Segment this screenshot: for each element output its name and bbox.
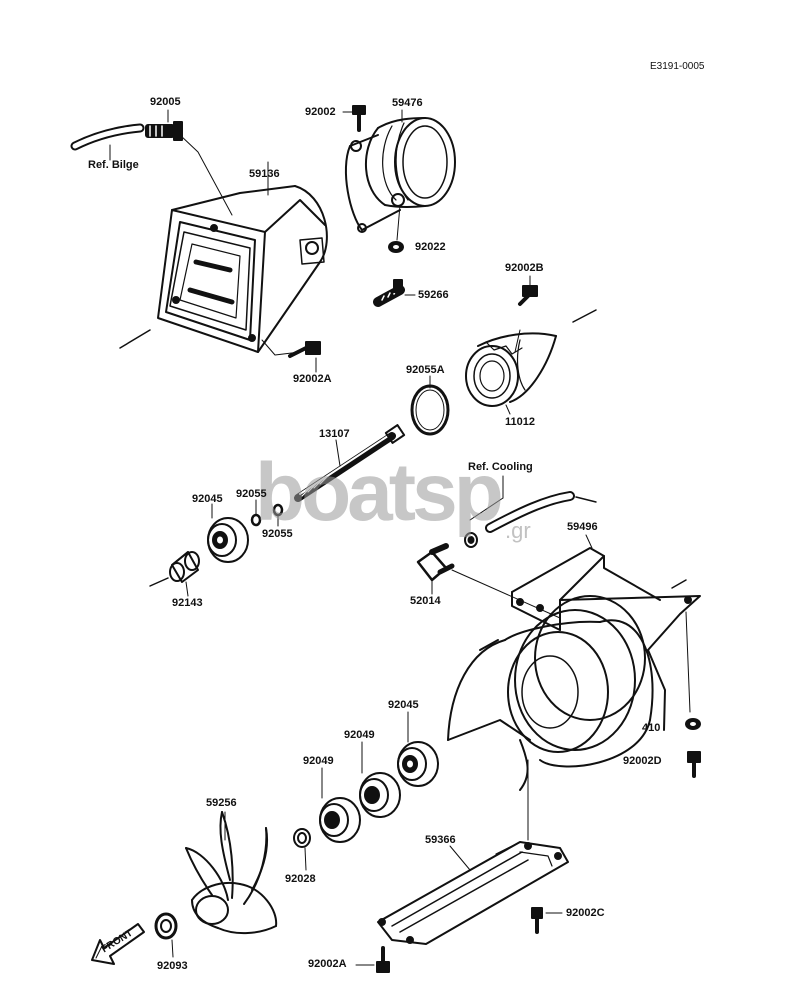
label-11012: 11012 <box>505 416 535 428</box>
label-92002D: 92002D <box>623 755 662 767</box>
part-92022-washer <box>388 241 404 253</box>
part-59266-fitting <box>373 279 405 307</box>
label-92055-a: 92055 <box>236 488 267 500</box>
label-92028: 92028 <box>285 873 316 885</box>
label-13107: 13107 <box>319 428 350 440</box>
part-92002A-bolt-lower <box>376 946 390 973</box>
cooling-fitting <box>464 532 478 548</box>
part-92045-bearing-upper <box>207 517 249 563</box>
label-92002A-lower: 92002A <box>308 958 347 970</box>
watermark-tld: .gr <box>505 518 531 543</box>
label-59366: 59366 <box>425 834 456 846</box>
part-92002A-bolt-upper <box>288 341 321 358</box>
part-92028-collar <box>293 828 311 848</box>
cooling-hose <box>485 491 597 533</box>
label-92002: 92002 <box>305 106 336 118</box>
label-59136: 59136 <box>249 168 280 180</box>
label-92005: 92005 <box>150 96 181 108</box>
part-92002-bolt <box>352 105 366 132</box>
watermark-tagline: spare parts <box>300 524 377 539</box>
part-92093-seal <box>154 912 178 940</box>
part-59476-steering-nozzle <box>344 117 456 233</box>
part-92055A-o-ring <box>410 384 450 436</box>
part-59496-pump-casing <box>447 547 701 791</box>
part-92002D-bolt <box>687 751 701 778</box>
label-ref-bilge: Ref. Bilge <box>88 159 139 171</box>
part-59256-impeller <box>185 811 278 934</box>
part-59136-pump-housing <box>157 185 328 353</box>
label-92093: 92093 <box>157 960 188 972</box>
label-92002A-upper: 92002A <box>293 373 332 385</box>
part-11012-nozzle <box>465 332 557 407</box>
label-92045-lower: 92045 <box>388 699 419 711</box>
front-arrow-icon <box>91 923 145 965</box>
part-92049-seal-a <box>359 772 401 818</box>
label-410: 410 <box>642 722 661 734</box>
label-92049-a: 92049 <box>344 729 375 741</box>
label-ref-cooling: Ref. Cooling <box>468 461 533 473</box>
label-92055-b: 92055 <box>262 528 293 540</box>
part-92143-sleeve <box>169 551 200 583</box>
part-410-washer <box>685 718 701 730</box>
label-92055A: 92055A <box>406 364 445 376</box>
diagram-code: E3191-0005 <box>650 61 705 72</box>
label-59496: 59496 <box>567 521 598 533</box>
label-92045-upper: 92045 <box>192 493 223 505</box>
part-92055-o-ring-a <box>250 513 262 527</box>
part-92002B-bolt <box>518 285 538 306</box>
bilge-hose <box>70 123 145 151</box>
label-59476: 59476 <box>392 97 423 109</box>
part-52014-elbow <box>416 543 455 582</box>
part-13107-drive-shaft <box>294 424 406 502</box>
part-92002C-bolt <box>531 907 543 934</box>
part-92049-seal-b <box>319 797 361 843</box>
label-92002B: 92002B <box>505 262 544 274</box>
label-92049-b: 92049 <box>303 755 334 767</box>
label-92143: 92143 <box>172 597 203 609</box>
part-92005-fitting <box>145 121 183 141</box>
part-92045-bearing-lower <box>397 741 439 787</box>
label-92002C: 92002C <box>566 907 605 919</box>
label-59256: 59256 <box>206 797 237 809</box>
label-52014: 52014 <box>410 595 441 607</box>
watermark-brand: boatsp <box>255 447 504 538</box>
label-59266: 59266 <box>418 289 449 301</box>
part-59366-ride-plate <box>377 841 569 945</box>
label-92022: 92022 <box>415 241 446 253</box>
